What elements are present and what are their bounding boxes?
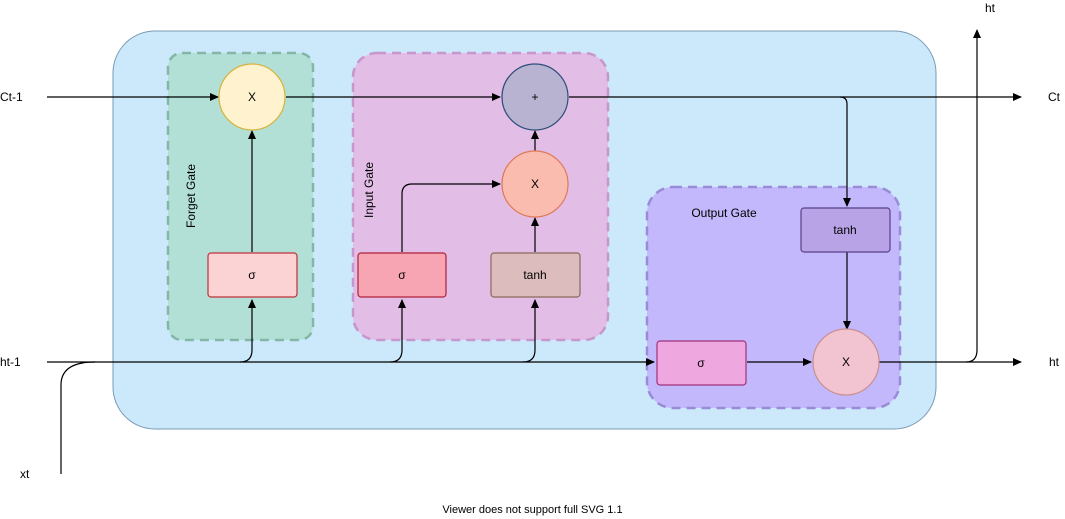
forget-sigma-box <box>207 252 298 298</box>
output-sigma-label: σ <box>697 356 705 370</box>
cell-add-node <box>501 63 569 131</box>
output-multiply-label: X <box>842 355 850 369</box>
output-tanh-box <box>800 207 891 253</box>
input-multiply-label: X <box>531 177 539 191</box>
input-tanh-box <box>490 252 581 298</box>
output-gate-label: Output Gate <box>691 206 757 220</box>
output-multiply-node <box>812 328 880 396</box>
input-sigma-box <box>357 252 447 298</box>
c-next-label: Ct <box>1048 90 1061 104</box>
h-out-top-label: ht <box>985 1 996 15</box>
input-gate-label: Input Gate <box>362 162 376 218</box>
forget-multiply-label: X <box>248 90 256 104</box>
forget-sigma-label: σ <box>248 268 256 282</box>
forget-multiply-node <box>218 63 286 131</box>
input-multiply-node <box>501 150 569 218</box>
wires <box>47 29 1022 474</box>
cell-add-label: + <box>531 90 538 104</box>
input-tanh-label: tanh <box>523 268 546 282</box>
output-sigma-box <box>656 340 747 386</box>
input-sigma-label: σ <box>398 268 406 282</box>
output-tanh-label: tanh <box>833 223 856 237</box>
forget-gate-label: Forget Gate <box>184 164 198 228</box>
c-prev-label: Ct-1 <box>0 90 23 104</box>
h-next-label: ht <box>1049 355 1060 369</box>
x-in-label: xt <box>20 467 30 481</box>
h-prev-label: ht-1 <box>0 355 21 369</box>
viewer-warning-footer: Viewer does not support full SVG 1.1 <box>442 504 623 516</box>
